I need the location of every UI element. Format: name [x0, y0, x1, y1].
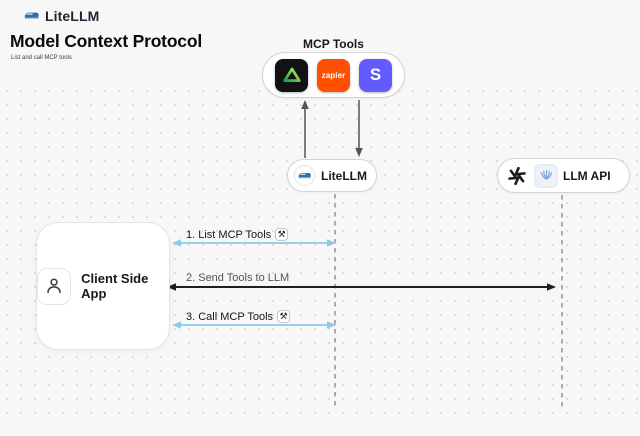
arrow-litellm-to-mcp: [301, 100, 309, 158]
client-side-app-node: Client Side App: [36, 222, 170, 350]
tools-glyph: ⚒: [279, 311, 288, 321]
page-subtitle: List and call MCP tools: [11, 55, 72, 61]
flow-step-3: 3. Call MCP Tools ⚒: [186, 310, 291, 323]
brand-name: LiteLLM: [45, 7, 100, 24]
client-node-label: Client Side App: [81, 271, 149, 301]
litellm-train-icon: [24, 12, 39, 19]
flow-arrow-send-tools-to-llm: [167, 283, 556, 291]
mcp-tools-label: MCP Tools: [303, 37, 364, 51]
zapier-icon: zapier: [317, 58, 350, 92]
flow-step-2-label: 2. Send Tools to LLM: [186, 272, 290, 284]
tools-badge-icon: ⚒: [275, 228, 289, 241]
llm-api-node: LLM API: [497, 158, 630, 193]
mcp-tools-node: zapier S: [262, 52, 405, 98]
litellm-node: LiteLLM: [287, 159, 377, 192]
stripe-letter: S: [369, 65, 382, 84]
openai-icon: [508, 166, 526, 185]
stripe-icon: S: [359, 58, 392, 92]
page-title: Model Context Protocol: [10, 31, 202, 51]
flow-step-1-label: 1. List MCP Tools: [186, 228, 272, 241]
tools-badge-icon: ⚒: [277, 310, 291, 323]
llm-api-node-label: LLM API: [563, 168, 611, 183]
green-triangle-tool-icon: [275, 58, 308, 92]
flow-step-1: 1. List MCP Tools ⚒: [186, 228, 289, 241]
brand-header: LiteLLM: [23, 7, 99, 24]
arrow-mcp-to-litellm: [355, 100, 363, 157]
tools-glyph: ⚒: [277, 229, 286, 239]
litellm-node-label: LiteLLM: [321, 168, 367, 183]
flow-step-2: 2. Send Tools to LLM: [186, 272, 289, 284]
person-icon: [37, 267, 72, 305]
litellm-train-icon: [294, 165, 315, 186]
zapier-wordmark: zapier: [321, 70, 346, 80]
blue-fan-model-icon: [534, 163, 558, 188]
flow-step-3-label: 3. Call MCP Tools: [186, 310, 274, 323]
